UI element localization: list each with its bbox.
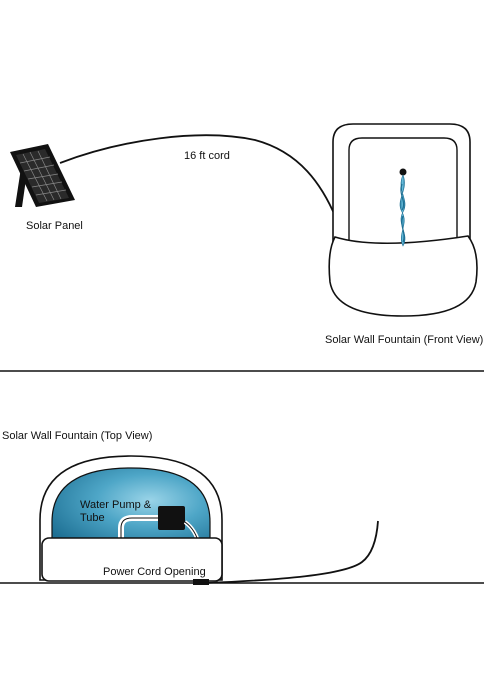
cord-length-label: 16 ft cord	[184, 150, 230, 162]
spout-icon	[399, 168, 407, 247]
power-cord-opening	[193, 579, 209, 585]
front-view-label: Solar Wall Fountain (Front View)	[325, 334, 483, 346]
fountain-front-view	[328, 123, 478, 317]
solar-panel-label: Solar Panel	[26, 220, 83, 232]
power-cord-opening-label: Power Cord Opening	[103, 566, 206, 578]
top-view-label: Solar Wall Fountain (Top View)	[2, 430, 152, 442]
power-cord	[59, 134, 337, 219]
power-cord-top-view	[204, 520, 379, 584]
water-pump-icon	[158, 506, 185, 530]
solar-panel-icon	[10, 144, 75, 207]
fountain-top-view	[39, 455, 223, 585]
pump-label-line2: Tube	[80, 512, 105, 524]
pump-label-line1: Water Pump &	[80, 499, 152, 511]
